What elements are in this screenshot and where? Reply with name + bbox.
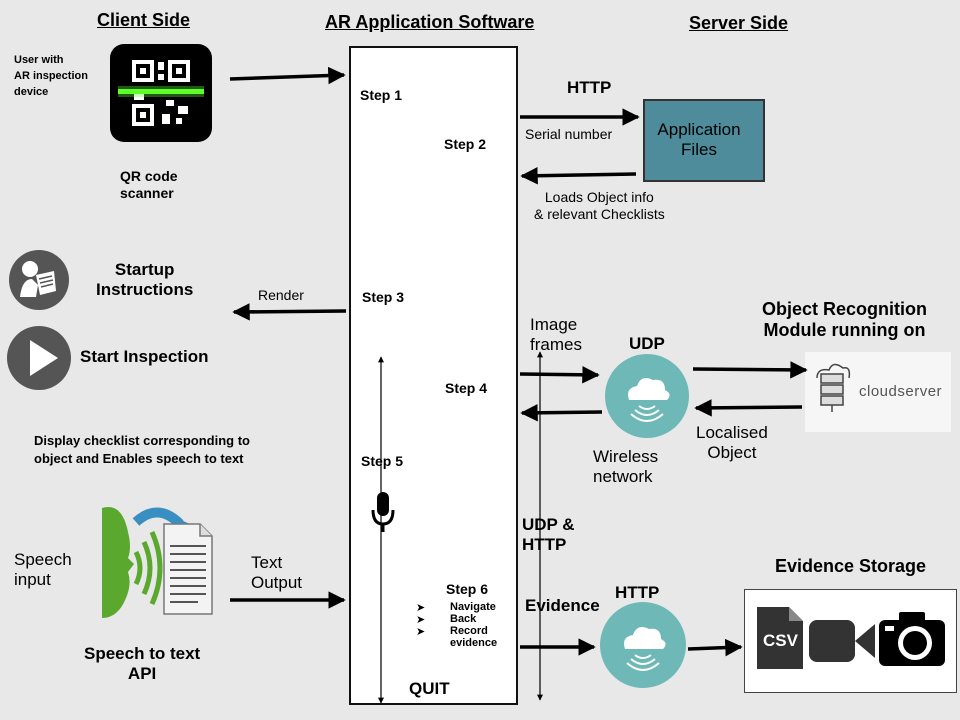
client-side-header: Client Side (97, 10, 191, 30)
ar-application-column (349, 46, 518, 705)
wireless-network-label: Wireless network (593, 447, 659, 487)
udp-label: UDP (629, 334, 665, 353)
evidence-label: Evidence (525, 596, 600, 615)
step-4-label: Step 4 (445, 380, 488, 396)
step-6-item-navigate: Navigate (450, 601, 496, 613)
speech-to-text-icon (98, 502, 216, 620)
cloudserver-logo: cloudserver (805, 352, 951, 432)
step-2-label: Step 2 (444, 136, 487, 152)
arrow-udp-to-app (520, 404, 603, 422)
application-files-label: Application Files (657, 120, 741, 160)
start-inspection-label: Start Inspection (80, 347, 209, 366)
arrow-from-app-files (520, 166, 637, 185)
display-checklist-label: Display checklist corresponding to objec… (34, 433, 250, 467)
arrow-qr-to-step1 (229, 66, 346, 85)
speech-api-label: Speech to text API (84, 644, 201, 684)
localised-object-label: Localised Object (696, 423, 768, 463)
bullet-arrow-icon: ➤ (416, 602, 426, 614)
step-6-label: Step 6 (446, 581, 489, 597)
play-icon (6, 325, 72, 391)
render-label: Render (258, 287, 304, 303)
quit-label: QUIT (409, 679, 450, 698)
csv-file-label: CSV (763, 631, 798, 650)
server-side-header: Server Side (689, 13, 789, 33)
text-output-label: Text Output (251, 553, 303, 593)
cloudserver-logo-text: cloudserver (859, 383, 943, 400)
http-bottom-label: HTTP (615, 583, 660, 602)
arrow-render (232, 303, 347, 321)
loads-object-info-label: Loads Object info & relevant Checklists (534, 189, 665, 222)
http-top-label: HTTP (567, 78, 612, 97)
video-camera-icon (809, 618, 875, 664)
arrow-to-evidence (687, 638, 743, 657)
wireless-cloud-icon (605, 354, 689, 438)
evidence-storage-label: Evidence Storage (775, 556, 927, 576)
bullet-arrow-icon: ➤ (416, 626, 426, 638)
object-recognition-label: Object Recognition Module running on (762, 299, 928, 341)
app-software-header: AR Application Software (325, 12, 535, 32)
application-files-box (643, 99, 765, 182)
qr-scanner-label: QR code scanner (120, 168, 178, 201)
image-frames-label: Image frames (530, 315, 582, 355)
qr-scanner-icon (110, 44, 212, 142)
arrow-udp-to-server (692, 361, 808, 379)
serial-number-label: Serial number (525, 126, 613, 142)
photo-camera-icon (879, 610, 947, 668)
bullet-arrow-icon: ➤ (416, 614, 426, 626)
step-6-item-record: Record evidence (450, 625, 498, 650)
book-reader-icon (8, 249, 70, 311)
arrow-to-udp-cloud (519, 366, 600, 384)
speech-input-label: Speech input (14, 550, 72, 590)
step-6-item-back: Back (450, 613, 477, 625)
wireless-cloud-icon (600, 602, 686, 688)
evidence-storage-box: CSV (744, 589, 957, 693)
step-3-label: Step 3 (362, 289, 405, 305)
user-label: User with AR inspection device (14, 54, 88, 98)
step-1-label: Step 1 (360, 87, 403, 103)
csv-file-icon: CSV (757, 607, 803, 669)
startup-instructions-label: Startup Instructions (96, 260, 194, 300)
arrow-server-to-udp (694, 399, 803, 417)
